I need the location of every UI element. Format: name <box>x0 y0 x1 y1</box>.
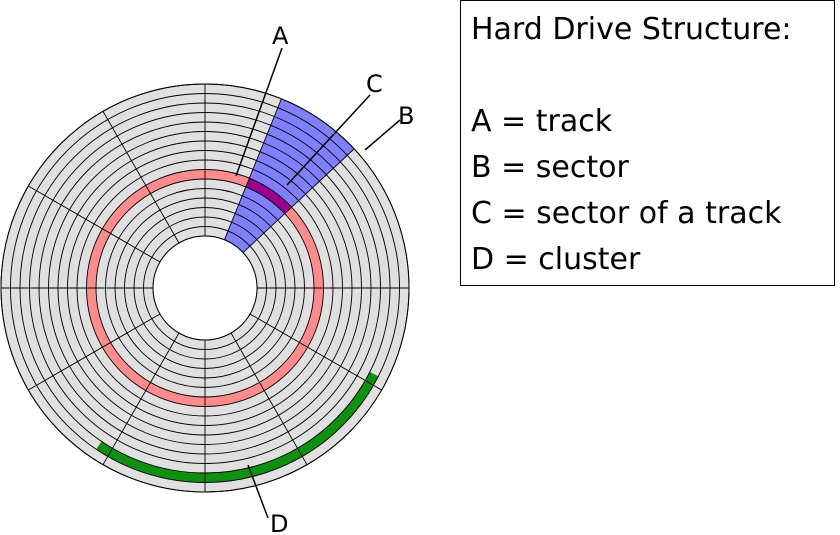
label-a: A <box>272 22 289 50</box>
sector-line <box>249 313 382 391</box>
hub-hole <box>152 235 258 341</box>
platter-edge <box>0 83 410 493</box>
sector-line <box>28 313 161 391</box>
label-c: C <box>366 70 383 98</box>
pointer-c <box>286 94 371 186</box>
legend-entry-sector: B = sector <box>471 150 629 185</box>
sector-of-track-highlight <box>245 178 292 214</box>
sector-line <box>242 148 355 253</box>
legend-box: Hard Drive Structure: A = track B = sect… <box>460 0 835 286</box>
legend-entry-track: A = track <box>471 104 613 139</box>
legend-title: Hard Drive Structure: <box>471 12 792 47</box>
sector-line <box>230 332 308 465</box>
sector-line <box>102 111 180 244</box>
pointer-b <box>364 119 401 151</box>
legend-entry-sector-of-track: C = sector of a track <box>471 196 782 231</box>
label-b: B <box>398 102 414 130</box>
sector-line <box>102 332 180 465</box>
pointer-d <box>247 464 269 519</box>
sector-line <box>28 185 161 263</box>
legend-entry-cluster: D = cluster <box>471 242 641 277</box>
grid-lines <box>0 83 410 493</box>
sector-line <box>224 98 282 240</box>
pointer-a <box>235 47 283 177</box>
label-d: D <box>270 510 288 535</box>
pointers <box>235 47 401 519</box>
hard-drive-diagram: A C B D <box>0 22 414 535</box>
